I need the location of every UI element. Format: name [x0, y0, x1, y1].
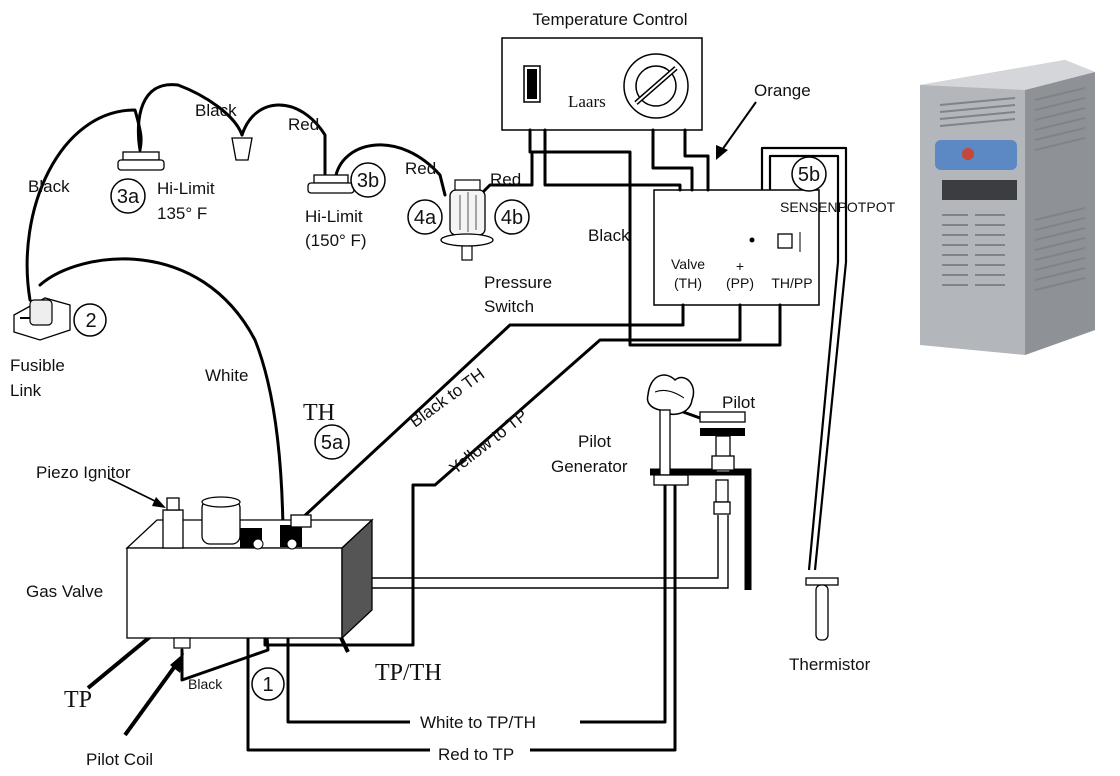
- heater-cabinet: [920, 60, 1095, 355]
- pp-label-1: +: [736, 258, 744, 274]
- control-board: [653, 189, 820, 306]
- pressure-switch: [440, 179, 494, 261]
- white-to-tp-th-label: White to TP/TH: [420, 713, 536, 732]
- laars-brand-label: Laars: [568, 92, 606, 111]
- thermistor-label: Thermistor: [789, 655, 871, 674]
- hi-limit-135-label-1: Hi-Limit: [157, 179, 215, 198]
- pressure-switch-label-1: Pressure: [484, 273, 552, 292]
- temperature-control-label: Temperature Control: [533, 10, 688, 29]
- callout-1: 1: [262, 674, 273, 696]
- callout-2: 2: [85, 310, 96, 332]
- pilot-coil-label: Pilot Coil: [86, 750, 153, 769]
- callout-5b: 5b: [798, 164, 820, 186]
- pressure-switch-label-2: Switch: [484, 297, 534, 316]
- black-wire-tc: [528, 128, 782, 347]
- valve-th-label-1: Valve: [671, 256, 705, 272]
- piezo-ignitor-label: Piezo Ignitor: [36, 463, 131, 482]
- gas-valve-label: Gas Valve: [26, 582, 103, 601]
- gas-valve: [125, 496, 374, 649]
- th-terminal-label: TH: [303, 400, 335, 426]
- callout-4a: 4a: [414, 207, 437, 229]
- orange-wire: [683, 128, 710, 192]
- callout-5a: 5a: [321, 432, 344, 454]
- callout-3b: 3b: [357, 170, 379, 192]
- tp-terminal-label: TP: [64, 687, 92, 713]
- pilot-generator-label-2: Generator: [551, 457, 628, 476]
- red-label-3: Red: [490, 170, 521, 189]
- callouts: [73, 156, 827, 701]
- red-label-1: Red: [288, 115, 319, 134]
- fusible-link-label-2: Link: [10, 381, 42, 400]
- pilot-assembly: [646, 374, 746, 515]
- black-to-th-label: Black to TH: [406, 364, 488, 431]
- hi-limit-135: [117, 151, 165, 171]
- black-label-bottom: Black: [188, 676, 223, 692]
- pilot-label: Pilot: [722, 393, 755, 412]
- thermistor-probe: [805, 577, 839, 641]
- hi-limit-135-label-2: 135° F: [157, 204, 207, 223]
- callout-4b: 4b: [501, 207, 523, 229]
- white-label: White: [205, 366, 248, 385]
- temperature-control: [501, 37, 703, 131]
- orange-label: Orange: [754, 81, 811, 100]
- wire-connector: [231, 137, 253, 161]
- fusible-link: [13, 297, 71, 341]
- pilot-generator-label-1: Pilot: [578, 432, 611, 451]
- hi-limit-150-label-1: Hi-Limit: [305, 207, 363, 226]
- valve-th-label-2: (TH): [674, 275, 702, 291]
- black-label-top: Black: [195, 101, 237, 120]
- callout-3a: 3a: [117, 186, 140, 208]
- yellow-to-tp-label: Yellow to TP: [446, 406, 531, 479]
- red-label-2: Red: [405, 159, 436, 178]
- hi-limit-150-label-2: (150° F): [305, 231, 367, 250]
- red-to-tp-label: Red to TP: [438, 745, 514, 764]
- black-label-right: Black: [588, 226, 630, 245]
- black-label-left: Black: [28, 177, 70, 196]
- th-pp-label: TH/PP: [771, 275, 812, 291]
- hi-limit-150: [307, 174, 355, 194]
- fusible-link-label-1: Fusible: [10, 356, 65, 375]
- tp-th-terminal-label: TP/TH: [375, 660, 442, 686]
- wires: [25, 83, 848, 752]
- pp-label-2: (PP): [726, 275, 754, 291]
